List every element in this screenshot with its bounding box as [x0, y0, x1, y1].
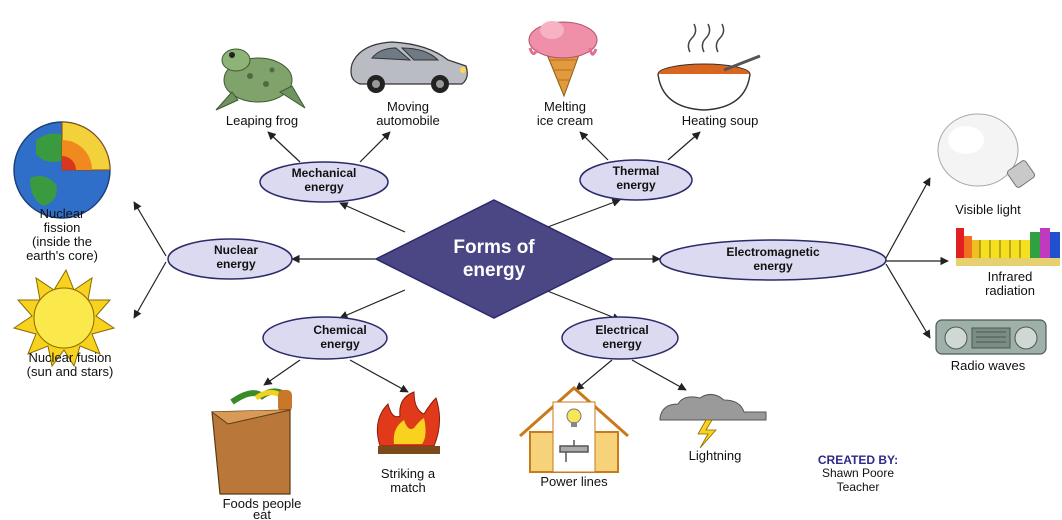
light-bulb-icon	[937, 113, 1036, 188]
edge-hub-thermal	[544, 198, 621, 229]
electromagnetic-line2: energy	[753, 259, 793, 273]
electromagnetic-oval	[659, 239, 887, 281]
edge-mechanical-car	[359, 131, 391, 163]
chemical-line2: energy	[320, 337, 360, 351]
nuclear-oval	[167, 238, 293, 280]
label-leaping-frog: Leaping frog	[226, 113, 298, 128]
credit-heading: CREATED BY:	[818, 453, 898, 467]
edge-hub-mechanical	[339, 202, 406, 233]
electrical-line1: Electrical	[595, 323, 648, 337]
node-thermal-energy: Thermal energy	[579, 159, 693, 201]
edge-hub-electrical	[544, 289, 621, 322]
edge-hub-chemical	[339, 289, 406, 319]
fire-icon	[376, 391, 440, 454]
label-radio-waves: Radio waves	[951, 358, 1026, 373]
edge-thermal-icecream	[579, 131, 609, 161]
car-icon	[350, 41, 468, 93]
label-power-lines: Power lines	[540, 474, 608, 489]
edge-chemical-food	[263, 359, 301, 386]
hub-diamond	[374, 199, 615, 319]
edge-nuclear-fission	[133, 201, 167, 257]
node-chemical-energy: Chemical energy	[262, 316, 388, 360]
chemical-line1: Chemical	[313, 323, 366, 337]
nuclear-line2: energy	[216, 257, 256, 271]
edge-em-radio	[885, 263, 931, 339]
label-moving-automobile-line1: Moving	[387, 99, 429, 114]
chemical-oval	[262, 316, 388, 360]
thermal-line1: Thermal	[613, 164, 660, 178]
edge-electrical-lightning	[631, 359, 687, 391]
label-foods-line1: Foods people	[223, 496, 302, 511]
label-striking-match-line2: match	[390, 480, 425, 495]
thermal-line2: energy	[616, 178, 656, 192]
earth-core-icon	[13, 121, 111, 219]
hub-forms-of-energy: Forms of energy	[374, 199, 615, 319]
mechanical-line1: Mechanical	[292, 166, 357, 180]
node-electrical-energy: Electrical energy	[561, 316, 679, 360]
mechanical-oval	[259, 161, 389, 203]
edge-thermal-soup	[667, 131, 701, 161]
label-lightning: Lightning	[689, 448, 742, 463]
mechanical-line2: energy	[304, 180, 344, 194]
label-moving-automobile-line2: automobile	[376, 113, 440, 128]
label-nuclear-fusion-line2: (sun and stars)	[27, 364, 114, 379]
edge-electrical-power	[575, 359, 613, 391]
frog-icon	[215, 48, 306, 111]
label-nuclear-fission-line2: fission	[44, 220, 81, 235]
credit-block: CREATED BY: Shawn Poore Teacher	[818, 453, 898, 494]
label-nuclear-fission-line4: earth's core)	[26, 248, 98, 263]
label-infrared-line1: Infrared	[988, 269, 1033, 284]
edge-chemical-match	[349, 359, 409, 393]
credit-name: Shawn Poore	[822, 466, 894, 480]
sun-icon	[12, 268, 116, 368]
electrical-line2: energy	[602, 337, 642, 351]
label-infrared-line2: radiation	[985, 283, 1035, 298]
electromagnetic-line1: Electromagnetic	[726, 245, 820, 259]
connector-lines	[133, 131, 949, 393]
label-melting-ice-cream-line1: Melting	[544, 99, 586, 114]
hub-title-line2: energy	[463, 260, 526, 281]
edge-mechanical-frog	[267, 131, 301, 163]
power-lines-house-icon	[519, 385, 629, 473]
node-electromagnetic-energy: Electromagnetic energy	[659, 239, 887, 281]
radio-icon	[935, 319, 1047, 355]
edge-em-visible	[885, 177, 931, 259]
label-heating-soup: Heating soup	[682, 113, 759, 128]
label-nuclear-fusion-line1: Nuclear fusion	[28, 350, 111, 365]
ice-cream-icon	[528, 21, 598, 98]
soup-bowl-icon	[657, 23, 761, 111]
thermal-oval	[579, 159, 693, 201]
infrared-spectrum-icon	[954, 228, 1062, 268]
food-bag-icon	[211, 388, 292, 495]
label-nuclear-fission-line1: Nuclear	[40, 206, 85, 221]
node-nuclear-energy: Nuclear energy	[167, 238, 293, 280]
hub-title-line1: Forms of	[453, 237, 535, 258]
label-visible-light: Visible light	[955, 202, 1021, 217]
label-foods-line2: eat	[253, 507, 271, 520]
edge-nuclear-fusion	[133, 261, 167, 319]
electrical-oval	[561, 316, 679, 360]
nuclear-line1: Nuclear	[214, 243, 258, 257]
label-melting-ice-cream-line2: ice cream	[537, 113, 593, 128]
storm-cloud-icon	[659, 394, 767, 449]
credit-role: Teacher	[837, 480, 880, 494]
node-mechanical-energy: Mechanical energy	[259, 161, 389, 203]
label-striking-match-line1: Striking a	[381, 466, 436, 481]
label-nuclear-fission-line3: (inside the	[32, 234, 92, 249]
